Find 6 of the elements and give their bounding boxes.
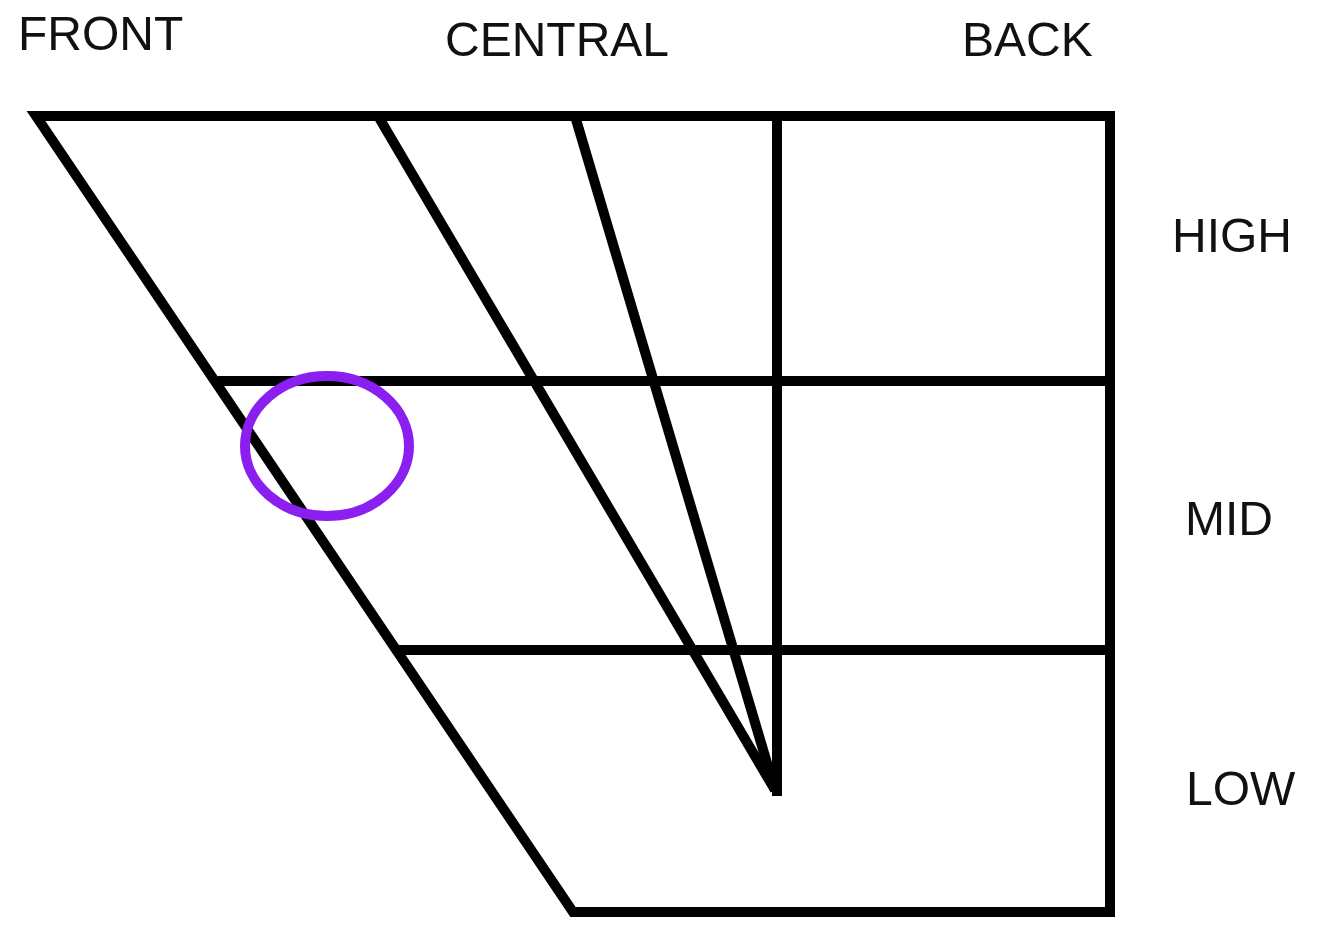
column-label: CENTRAL	[445, 16, 670, 64]
row-label: HIGH	[1172, 212, 1292, 260]
column-label: BACK	[962, 16, 1093, 64]
column-label: FRONT	[18, 10, 184, 58]
row-label: LOW	[1186, 765, 1296, 813]
row-label: MID	[1185, 495, 1273, 543]
